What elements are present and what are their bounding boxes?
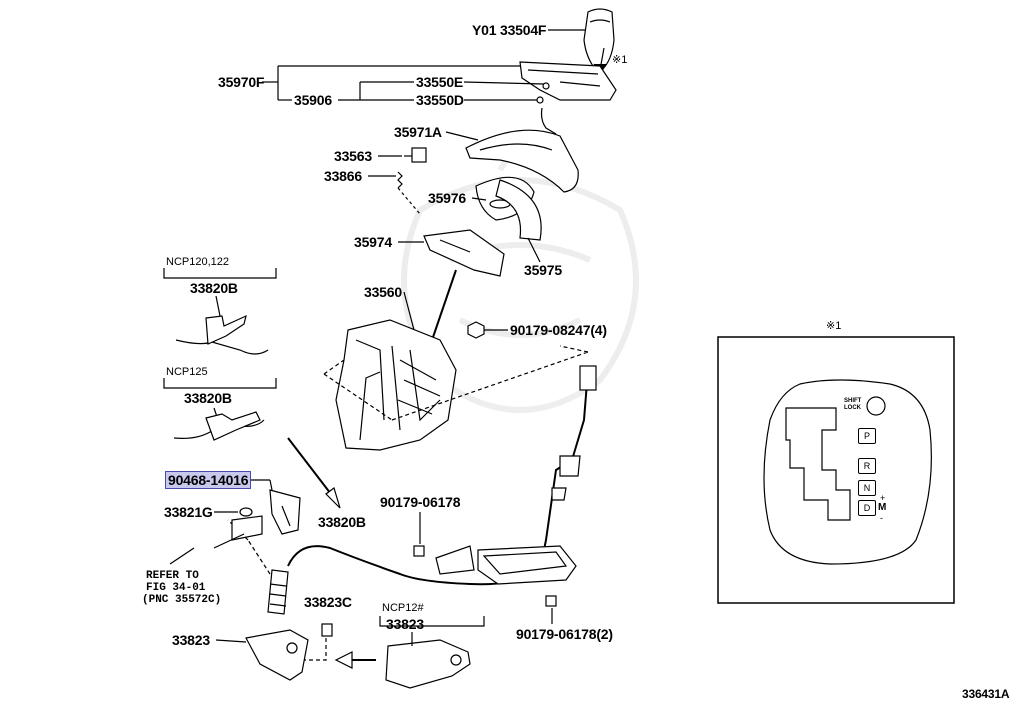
label-33550D: 33550D bbox=[416, 92, 464, 108]
label-note1: ※1 bbox=[612, 54, 628, 66]
gear-position-p: P bbox=[858, 428, 876, 444]
bracket-33823-ncp12x bbox=[385, 639, 471, 689]
label-90468-14016: 90468-14016 bbox=[164, 471, 252, 489]
label-90179-06178-2: 90179-06178(2) bbox=[516, 626, 613, 642]
bolt-90179-06178-2 bbox=[545, 595, 557, 607]
label-33820B-main: 33820B bbox=[318, 514, 366, 530]
label-33560: 33560 bbox=[364, 284, 402, 300]
variant-ncp12x-title: NCP12# bbox=[382, 602, 424, 614]
cable-bracket bbox=[435, 545, 577, 585]
label-knob: Y01 33504F bbox=[472, 22, 547, 38]
cable-ncp120 bbox=[175, 314, 269, 355]
cover-35971A bbox=[465, 129, 579, 193]
variant-ncp125-title: NCP125 bbox=[166, 366, 208, 378]
indicator-housing bbox=[519, 61, 617, 101]
washer-33821G bbox=[239, 507, 253, 517]
gear-minus-label: - bbox=[880, 513, 883, 523]
label-33823: 33823 bbox=[172, 632, 210, 648]
label-35976: 35976 bbox=[428, 190, 466, 206]
label-35974: 35974 bbox=[354, 234, 392, 250]
spring-33866 bbox=[397, 171, 403, 189]
refer-note-line3: (PNC 35572C) bbox=[142, 594, 222, 606]
clip-90468-14016 bbox=[269, 489, 301, 535]
gear-position-n: N bbox=[858, 480, 876, 496]
label-33563: 33563 bbox=[334, 148, 372, 164]
label-35975: 35975 bbox=[524, 262, 562, 278]
label-33821G: 33821G bbox=[164, 504, 213, 520]
shift-gate-panel bbox=[763, 379, 932, 565]
variant-ncp120-part: 33820B bbox=[190, 280, 238, 296]
shift-lock-label-1: SHIFT bbox=[844, 398, 862, 404]
refer-note-line2: FIG 34-01 bbox=[146, 582, 206, 594]
cable-ncp125 bbox=[173, 411, 265, 441]
gear-plus-label: + bbox=[880, 493, 886, 503]
gear-position-m: M bbox=[878, 502, 887, 513]
variant-ncp125-part: 33820B bbox=[184, 390, 232, 406]
label-33823C: 33823C bbox=[304, 594, 352, 610]
shift-lock-label-2: LOCK bbox=[844, 405, 861, 411]
bracket-33823 bbox=[245, 629, 309, 681]
nut-90179-08247 bbox=[467, 321, 485, 339]
shift-lever-assembly bbox=[335, 269, 457, 451]
label-33866: 33866 bbox=[324, 168, 362, 184]
plate-35975 bbox=[495, 179, 542, 241]
bolt-33823C bbox=[321, 623, 333, 637]
variant-ncp120-title: NCP120,122 bbox=[166, 256, 229, 268]
gear-position-r: R bbox=[858, 458, 876, 474]
label-90179-08247: 90179-08247(4) bbox=[510, 322, 607, 338]
part-33563 bbox=[404, 147, 427, 163]
diagram-id: 336431A bbox=[962, 687, 1010, 701]
label-35971A: 35971A bbox=[394, 124, 442, 140]
inset-title: ※1 bbox=[826, 320, 842, 332]
bolt-90179-06178 bbox=[413, 545, 425, 557]
variant-ncp12x-part: 33823 bbox=[386, 616, 424, 632]
label-33550E: 33550E bbox=[416, 74, 464, 90]
label-35906: 35906 bbox=[294, 92, 332, 108]
inset-frame bbox=[717, 336, 955, 604]
label-90179-06178: 90179-06178 bbox=[380, 494, 461, 510]
gear-position-d: D bbox=[858, 500, 876, 516]
label-35970F: 35970F bbox=[218, 74, 265, 90]
cable-end bbox=[267, 569, 289, 615]
slider-35974 bbox=[423, 229, 505, 277]
refer-note-line1: REFER TO bbox=[146, 570, 199, 582]
